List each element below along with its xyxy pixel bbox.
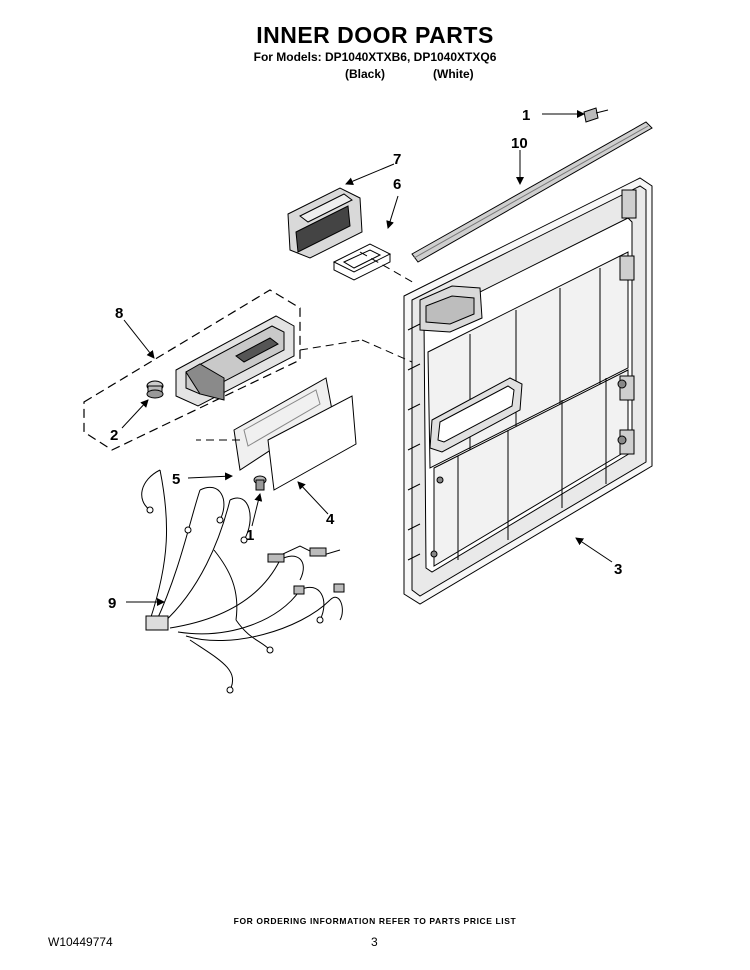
- vent-gasket: [332, 243, 392, 281]
- page-title: INNER DOOR PARTS: [256, 22, 494, 48]
- callout-1-screw-board: 1: [246, 527, 254, 544]
- callout-4: 4: [326, 511, 335, 528]
- models-line: For Models: DP1040XTXB6, DP1040XTXQ6: [253, 50, 497, 64]
- alignment-lines: [196, 251, 417, 441]
- board-insulator: [267, 395, 357, 491]
- screw-board: [253, 475, 267, 491]
- variant-white-label: (White): [433, 67, 474, 81]
- inner-door-panel: [403, 177, 653, 605]
- dispenser-group: [83, 289, 301, 451]
- ordering-note: FOR ORDERING INFORMATION REFER TO PARTS …: [233, 916, 517, 926]
- callout-1-screw-top: 1: [522, 107, 530, 124]
- page-number: 3: [371, 935, 378, 949]
- screw-top: [583, 107, 609, 123]
- wiring-harness: [141, 469, 345, 694]
- callout-labels: 1 10 7 6 8 2 5 1 4 3 9: [108, 107, 622, 612]
- dispenser-knob: [146, 380, 164, 399]
- callout-3: 3: [614, 561, 622, 578]
- variant-black-label: (Black): [345, 67, 386, 81]
- vent-assembly: [287, 187, 363, 259]
- callout-7: 7: [393, 151, 401, 168]
- door-top-trim: [411, 121, 653, 263]
- callout-6: 6: [393, 176, 401, 193]
- document-number: W10449774: [48, 935, 113, 949]
- callout-5: 5: [172, 471, 180, 488]
- callout-9: 9: [108, 595, 116, 612]
- callout-2: 2: [110, 427, 118, 444]
- callout-10: 10: [511, 135, 528, 152]
- callout-arrows: [121, 110, 613, 606]
- callout-8: 8: [115, 305, 123, 322]
